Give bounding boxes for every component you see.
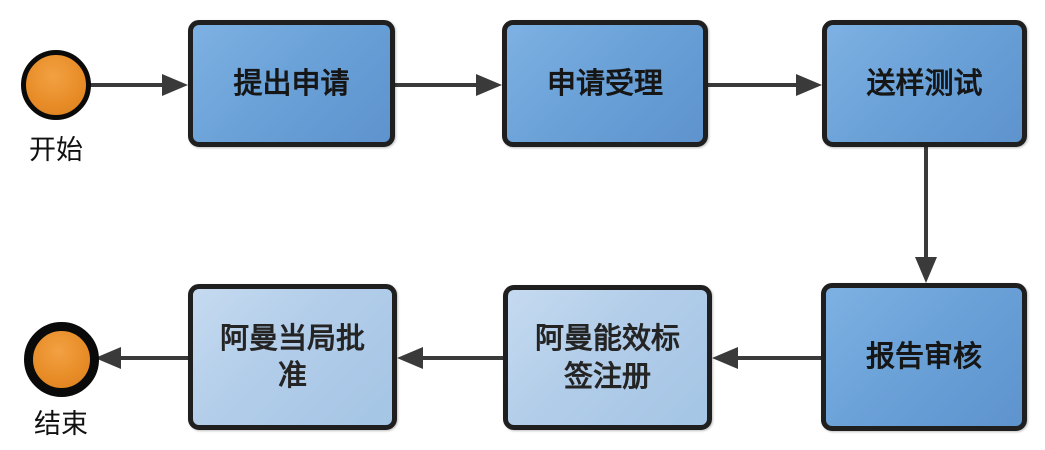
arrow-step1-to-step2 [395, 74, 502, 96]
flow-step-oman-label-registration: 阿曼能效标签注册 [503, 285, 712, 430]
start-node-label: 开始 [29, 135, 83, 166]
start-node-circle [21, 50, 91, 120]
arrow-step5-to-step6 [397, 347, 503, 369]
flow-step-oman-authority-approval: 阿曼当局批准 [188, 284, 397, 430]
arrow-start-to-step1 [90, 74, 188, 96]
flow-step-application-acceptance: 申请受理 [502, 20, 708, 147]
arrow-step3-to-step4 [915, 147, 937, 283]
end-node-circle [24, 322, 99, 397]
arrow-step6-to-end [95, 347, 188, 369]
arrow-step4-to-step5 [712, 347, 821, 369]
arrow-step2-to-step3 [708, 74, 822, 96]
flow-step-sample-testing: 送样测试 [822, 20, 1027, 147]
flow-step-submit-application: 提出申请 [188, 20, 395, 147]
flow-step-report-review: 报告审核 [821, 283, 1027, 431]
end-node-label: 结束 [34, 409, 88, 440]
